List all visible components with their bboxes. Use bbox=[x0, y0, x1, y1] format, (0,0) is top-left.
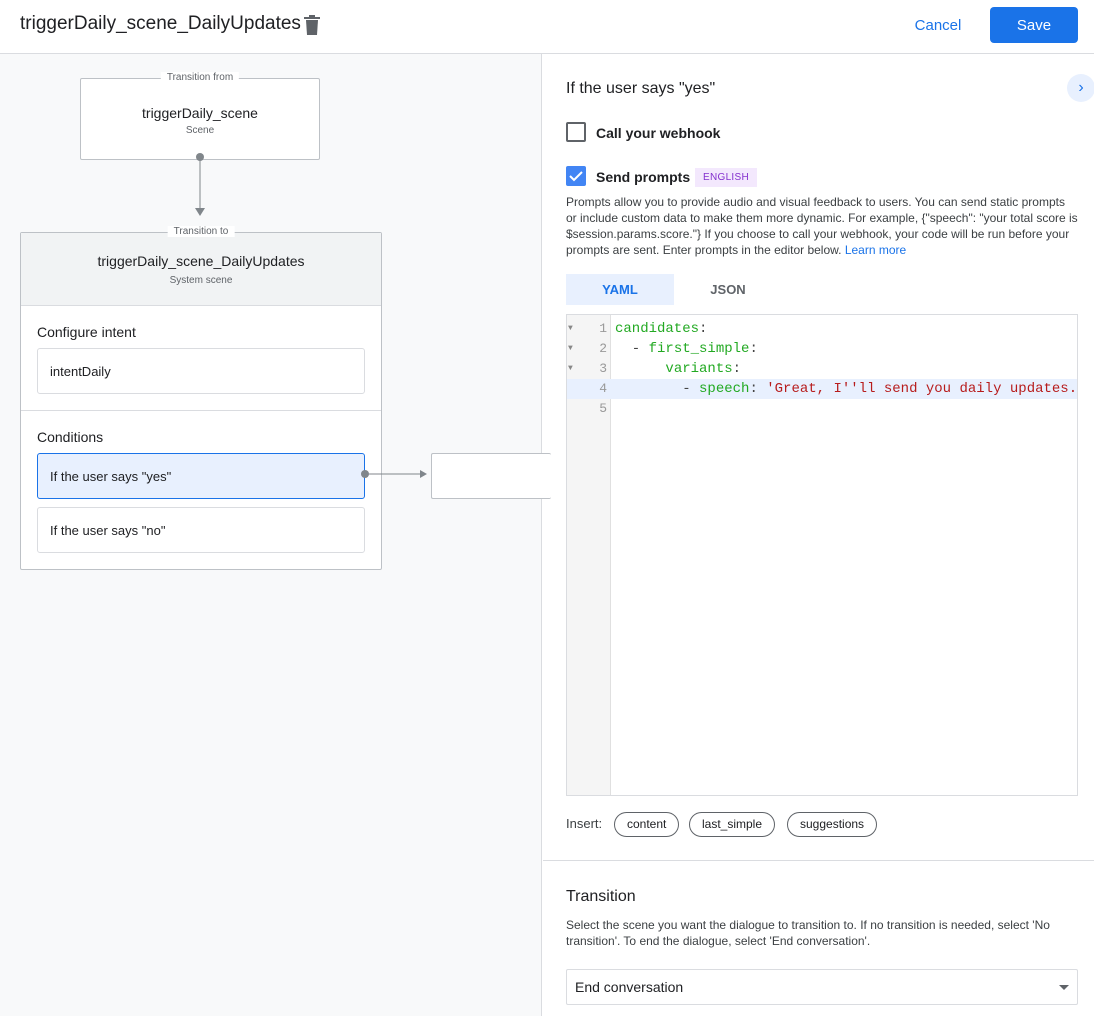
code-token: : bbox=[732, 361, 742, 377]
prompts-description: Prompts allow you to provide audio and v… bbox=[566, 194, 1078, 258]
node-type: System scene bbox=[169, 275, 233, 286]
scene-canvas: Transition from triggerDaily_scene Scene… bbox=[0, 54, 551, 1016]
tab-yaml[interactable]: YAML bbox=[566, 274, 674, 305]
transition-heading: Transition bbox=[566, 888, 636, 905]
code-text: - first_simple: bbox=[615, 339, 758, 359]
intent-item[interactable]: intentDaily bbox=[37, 348, 365, 394]
code-token: : bbox=[749, 341, 758, 357]
condition-yes[interactable]: If the user says "yes" bbox=[37, 453, 365, 499]
transition-description: Select the scene you want the dialogue t… bbox=[566, 918, 1050, 948]
transition-select[interactable]: End conversation bbox=[566, 969, 1078, 1005]
tab-json[interactable]: JSON bbox=[710, 282, 746, 297]
configure-intent-label: Configure intent bbox=[37, 324, 136, 340]
code-token bbox=[615, 361, 665, 377]
check-icon bbox=[569, 171, 583, 182]
divider bbox=[543, 860, 1094, 861]
target-node-placeholder[interactable] bbox=[431, 453, 551, 499]
insert-chip-suggestions[interactable]: suggestions bbox=[787, 812, 878, 837]
code-editor[interactable]: ▼ 1 candidates: ▼ 2 - first_simple: ▼ 3 varian… bbox=[566, 314, 1078, 796]
page-title: triggerDaily_scene_DailyUpdates bbox=[20, 13, 301, 34]
code-line: 4 - speech: 'Great, I''ll send you daily… bbox=[567, 379, 1077, 399]
insert-chip-content[interactable]: content bbox=[614, 812, 680, 837]
header: triggerDaily_scene_DailyUpdates Cancel S… bbox=[0, 0, 1094, 54]
line-number: 1 bbox=[599, 321, 607, 336]
code-line: ▼ 2 - first_simple: bbox=[567, 339, 1077, 359]
fold-arrow-icon[interactable]: ▼ bbox=[568, 364, 573, 373]
trash-icon[interactable] bbox=[304, 15, 320, 35]
prompts-checkbox[interactable] bbox=[566, 166, 586, 186]
code-line: 5 bbox=[567, 399, 1077, 419]
panel-heading: If the user says "yes" bbox=[566, 80, 716, 97]
conditions-label: Conditions bbox=[37, 429, 104, 445]
code-token: : bbox=[749, 381, 767, 397]
fold-arrow-icon[interactable]: ▼ bbox=[568, 324, 573, 333]
line-number: 2 bbox=[599, 341, 607, 356]
connector-arrow bbox=[195, 153, 205, 216]
code-line: ▼ 3 variants: bbox=[567, 359, 1077, 379]
condition-panel: If the user says "yes" › Call your webho… bbox=[543, 54, 1094, 1016]
transition-selected-value: End conversation bbox=[575, 979, 684, 995]
code-token: : bbox=[699, 321, 708, 337]
language-badge: ENGLISH bbox=[695, 168, 758, 187]
description-text: Prompts allow you to provide audio and v… bbox=[566, 195, 1078, 257]
node-type: Scene bbox=[185, 125, 215, 136]
cancel-button[interactable]: Cancel bbox=[904, 8, 972, 42]
node-name: triggerDaily_scene bbox=[142, 105, 258, 121]
fold-arrow-icon[interactable]: ▼ bbox=[568, 344, 573, 353]
code-token: 'Great, I''ll send you daily updates. bbox=[766, 381, 1078, 397]
code-line: ▼ 1 candidates: bbox=[567, 319, 1077, 339]
code-text: candidates: bbox=[615, 319, 707, 339]
learn-more-link[interactable]: Learn more bbox=[844, 243, 907, 257]
chevron-right-icon[interactable]: › bbox=[1067, 74, 1094, 102]
code-token: - bbox=[615, 341, 649, 357]
code-text: - speech: 'Great, I''ll send you daily u… bbox=[615, 379, 1077, 399]
code-token: first_simple bbox=[648, 341, 750, 357]
condition-connector bbox=[361, 470, 427, 478]
line-number: 4 bbox=[599, 381, 607, 396]
code-token: candidates bbox=[615, 321, 700, 337]
insert-label: Insert: bbox=[566, 816, 603, 831]
code-token: - bbox=[615, 381, 700, 397]
line-number: 3 bbox=[599, 361, 607, 376]
condition-no[interactable]: If the user says "no" bbox=[37, 507, 365, 553]
prompts-label: Send prompts bbox=[596, 169, 691, 185]
transition-from-node[interactable]: Transition from triggerDaily_scene Scene bbox=[80, 72, 320, 160]
dropdown-arrow-icon bbox=[1059, 985, 1069, 990]
node-tag: Transition to bbox=[167, 226, 235, 237]
node-tag: Transition from bbox=[160, 72, 240, 83]
line-number: 5 bbox=[599, 401, 607, 416]
code-text: variants: bbox=[615, 359, 741, 379]
node-header[interactable]: triggerDaily_scene_DailyUpdates System s… bbox=[21, 233, 381, 306]
webhook-checkbox[interactable] bbox=[566, 122, 586, 142]
save-button[interactable]: Save bbox=[990, 7, 1078, 43]
node-name: triggerDaily_scene_DailyUpdates bbox=[97, 253, 305, 269]
code-token: speech bbox=[699, 381, 750, 397]
transition-to-node: Transition to triggerDaily_scene_DailyUp… bbox=[20, 226, 382, 570]
webhook-label: Call your webhook bbox=[596, 125, 721, 141]
insert-chip-last-simple[interactable]: last_simple bbox=[689, 812, 776, 837]
code-token: variants bbox=[665, 361, 733, 377]
